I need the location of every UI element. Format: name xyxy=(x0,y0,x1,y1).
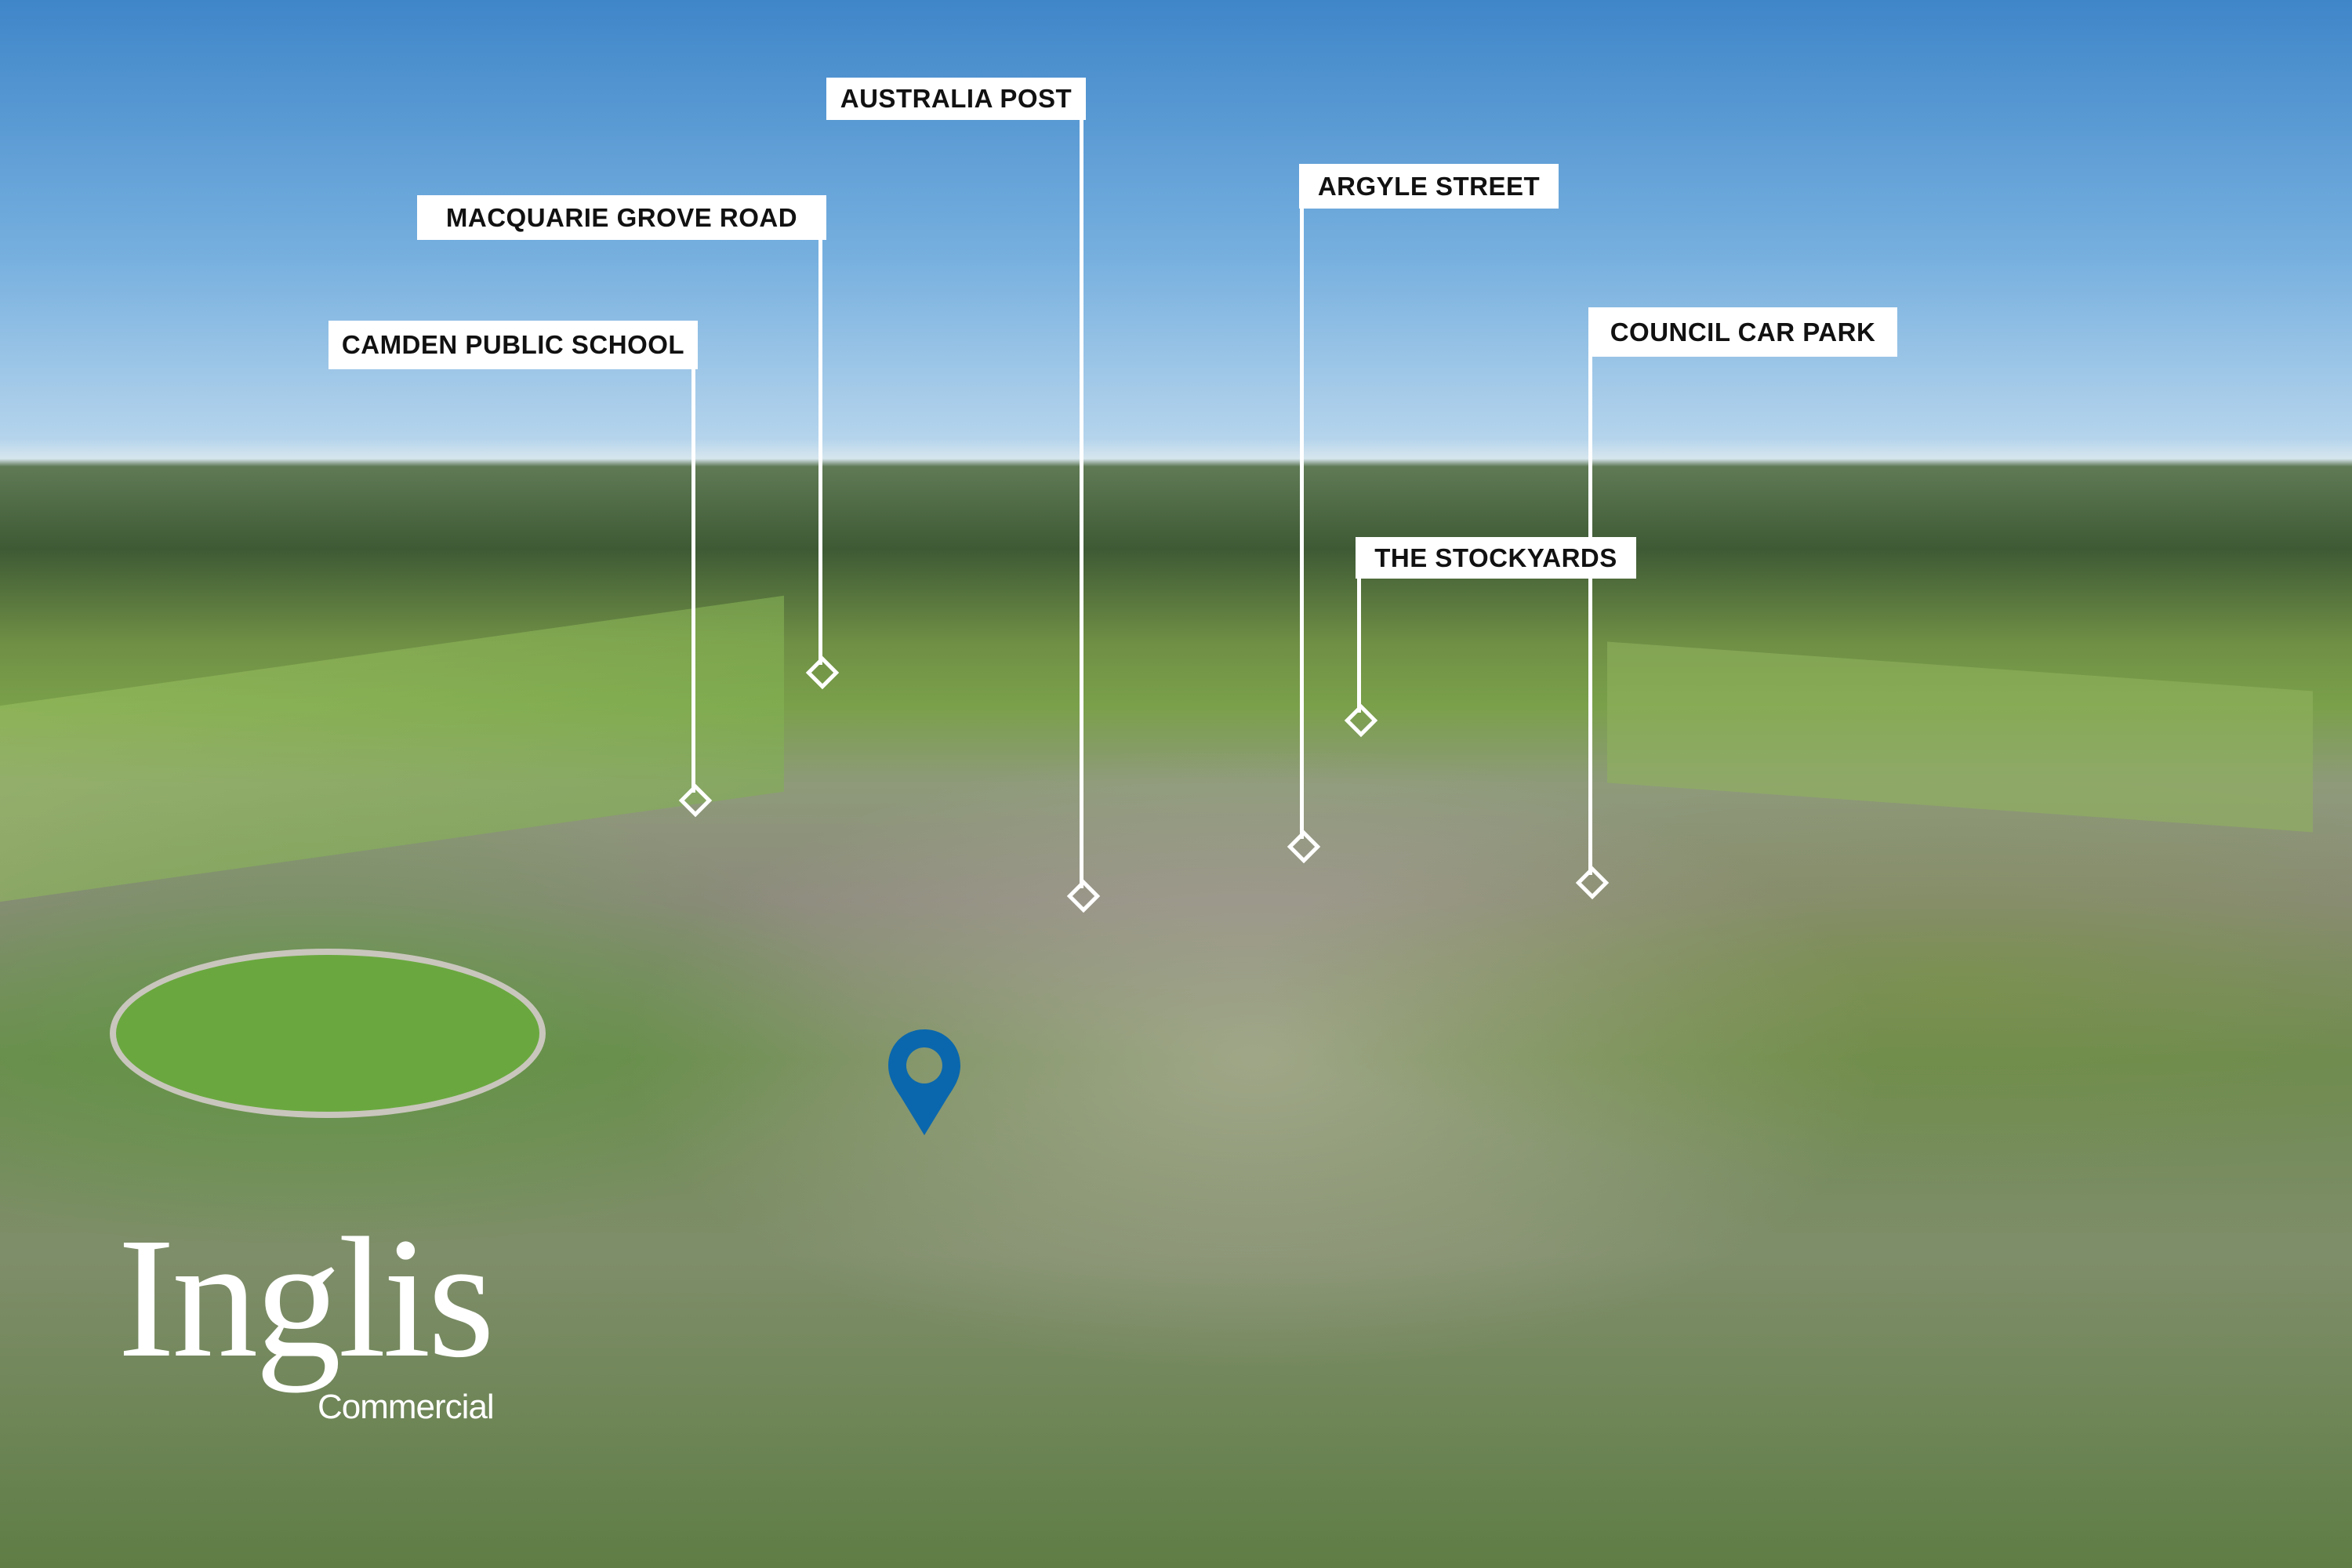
map-pin-icon xyxy=(888,1029,960,1135)
brand-logo-subtitle: Commercial xyxy=(318,1388,495,1426)
callout-line xyxy=(1357,579,1361,713)
label-argyle-street: ARGYLE STREET xyxy=(1299,164,1559,209)
farm-fields xyxy=(0,595,784,902)
label-macquarie-grove-road: MACQUARIE GROVE ROAD xyxy=(417,195,826,240)
callout-line xyxy=(1080,120,1083,888)
callout-line xyxy=(691,369,695,793)
label-camden-public-school: CAMDEN PUBLIC SCHOOL xyxy=(328,321,698,369)
callout-line xyxy=(818,240,822,665)
callout-line xyxy=(1300,209,1304,839)
label-the-stockyards: THE STOCKYARDS xyxy=(1356,537,1636,579)
label-australia-post: AUSTRALIA POST xyxy=(826,78,1086,120)
label-council-car-park: COUNCIL CAR PARK xyxy=(1588,307,1897,357)
sports-oval xyxy=(110,949,546,1118)
distant-fields xyxy=(1607,641,2313,833)
callout-line xyxy=(1588,357,1592,875)
brand-logo: Inglis xyxy=(118,1202,495,1393)
